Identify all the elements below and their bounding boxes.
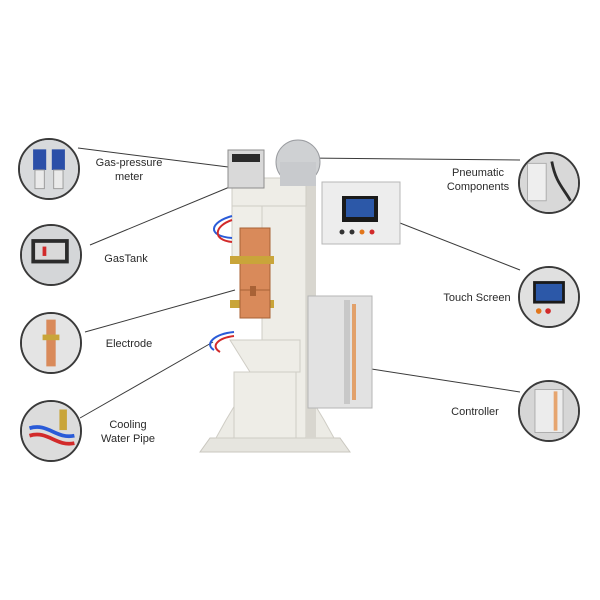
label-cooling-line2: Water Pipe <box>100 433 155 445</box>
pneumatic-components-icon <box>520 154 578 212</box>
lower-arm <box>229 339 301 373</box>
label-gas-pressure-line2: meter <box>114 171 144 183</box>
brass-clamp-upper <box>230 256 274 264</box>
controller-icon <box>520 382 578 440</box>
callout-controller <box>518 380 580 442</box>
label-pneumatic-line2: Components <box>446 181 510 193</box>
base-plate <box>199 437 351 453</box>
gas-tank-body <box>280 162 316 186</box>
air-cylinder-band <box>232 154 260 162</box>
callout-cooling-water-pipe <box>20 400 82 462</box>
label-controller: Controller <box>451 406 499 418</box>
water-pipe-blue-upper <box>213 215 233 239</box>
label-electrode: Electrode <box>105 338 153 350</box>
panel-knob-2 <box>349 229 355 235</box>
electrode-icon <box>22 314 80 372</box>
leader-line-controller <box>351 365 521 393</box>
label-pneumatic-components: Pneumatic Components <box>440 166 516 194</box>
leader-line-cooling-pipe <box>79 341 214 419</box>
callout-gastank <box>20 224 82 286</box>
cooling-pipe-icon <box>22 402 80 460</box>
controller-cabinet-stripe <box>352 304 356 400</box>
panel-button-red <box>369 229 375 235</box>
callout-gas-pressure-meter <box>18 138 80 200</box>
water-pipe-red-upper <box>216 219 233 243</box>
leader-line-gas-pressure <box>77 147 253 171</box>
callout-electrode <box>20 312 82 374</box>
label-gastank: GasTank <box>104 253 148 265</box>
leader-line-gastank <box>89 185 233 246</box>
gas-tank-icon <box>22 226 80 284</box>
leader-line-pneumatic <box>304 157 521 161</box>
panel-button-orange <box>359 229 365 235</box>
panel-knob-1 <box>339 229 345 235</box>
callout-touch-screen <box>518 266 580 328</box>
label-touch-screen: Touch Screen <box>443 292 511 304</box>
leader-line-electrode <box>84 289 236 333</box>
controller-cabinet <box>307 295 373 409</box>
gas-pressure-meter-icon <box>20 140 78 198</box>
water-pipe-red-lower <box>214 335 235 353</box>
controller-cabinet-hinge <box>344 300 350 404</box>
label-gas-pressure-line1: Gas-pressure <box>95 157 163 169</box>
label-cooling-water-pipe: Cooling Water Pipe <box>94 418 162 446</box>
touch-screen-icon <box>520 268 578 326</box>
label-cooling-line1: Cooling <box>109 419 147 431</box>
label-pneumatic-line1: Pneumatic <box>452 167 504 179</box>
water-pipe-blue-lower <box>209 331 235 351</box>
callout-pneumatic-components <box>518 152 580 214</box>
touch-screen-display <box>346 199 374 217</box>
label-gas-pressure-meter: Gas-pressure meter <box>88 156 170 184</box>
electrode-tip <box>250 286 256 296</box>
lower-arm-body <box>233 371 297 439</box>
leader-lines <box>77 147 521 419</box>
